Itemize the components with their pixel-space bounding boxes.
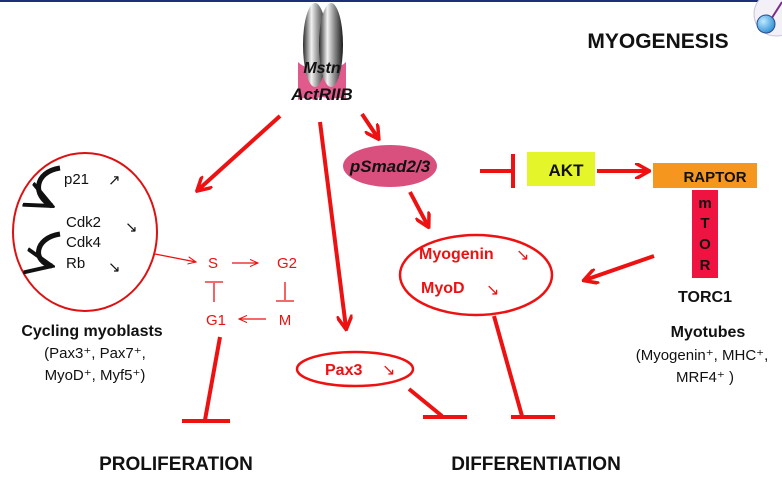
mtor-letter: O <box>699 236 711 253</box>
differentiation-label: DIFFERENTIATION <box>451 454 621 475</box>
torc1-label: TORC1 <box>678 289 732 306</box>
actriib-receptor: Mstn ActRIIB <box>290 3 353 104</box>
arrow-receptor-to-psmad <box>360 112 378 138</box>
curved-arrow-icon <box>39 231 61 266</box>
myotubes-caption: Myotubes (Myogenin⁺, MHC⁺, MRF4⁺ ) <box>636 324 769 386</box>
arrow-receptor-to-cell-cycle <box>198 114 282 190</box>
myod-label: MyoD <box>421 280 465 297</box>
psmad-label: pSmad2/3 <box>349 157 431 176</box>
inhibit-cycle-line <box>203 336 222 421</box>
cycling-myoblasts-markers-line2: MyoD⁺, Myf5⁺) <box>45 367 146 384</box>
cell-cycle-node: S G2 M G1 <box>205 255 297 329</box>
inhibit-myogenic-line <box>492 315 524 417</box>
rb-label: Rb <box>66 255 85 272</box>
cdk2-label: Cdk2 <box>66 214 101 231</box>
arrow-regulators-to-s-phase <box>154 253 196 262</box>
mstn-label: Mstn <box>303 60 341 77</box>
mtor-node: m T O R <box>692 190 718 278</box>
cdk2-trend-icon: ↘ <box>125 219 138 236</box>
phase-g1-label: G1 <box>206 312 226 329</box>
phase-g2-label: G2 <box>277 255 297 272</box>
myogenin-trend-icon: ↘ <box>516 247 529 264</box>
cycling-myoblasts-caption: Cycling myoblasts (Pax3⁺, Pax7⁺, MyoD⁺, … <box>21 323 162 384</box>
rb-trend-icon: ↘ <box>108 259 121 276</box>
cycling-myoblasts-markers-line1: (Pax3⁺, Pax7⁺, <box>44 345 146 362</box>
myotubes-title: Myotubes <box>671 324 746 341</box>
phase-s-label: S <box>208 255 218 272</box>
actriib-label: ActRIIB <box>290 85 352 104</box>
myogenic-factors-node: Myogenin ↘ MyoD ↘ <box>398 233 554 317</box>
phase-m-label: M <box>279 312 292 329</box>
cycling-myoblasts-title: Cycling myoblasts <box>21 323 162 340</box>
raptor-label: RAPTOR <box>683 169 746 186</box>
pax3-trend-icon: ↘ <box>382 362 395 379</box>
myogenin-label: Myogenin <box>419 246 494 263</box>
mtor-letter: R <box>700 257 711 274</box>
akt-node: AKT <box>527 152 595 186</box>
mtor-letter: T <box>700 215 709 232</box>
cdk4-label: Cdk4 <box>66 234 101 251</box>
pax3-label: Pax3 <box>325 362 362 379</box>
p21-label: p21 <box>64 171 89 188</box>
app-logo-icon[interactable] <box>753 0 782 37</box>
curved-arrow-icon <box>39 165 61 209</box>
psmad-node: pSmad2/3 <box>343 145 437 187</box>
arrow-torc1-to-myogenic-factors <box>585 254 655 280</box>
myod-trend-icon: ↘ <box>486 282 499 299</box>
diagram-title: MYOGENESIS <box>587 30 728 53</box>
p21-trend-icon: ↗ <box>108 172 121 189</box>
proliferation-label: PROLIFERATION <box>99 454 253 475</box>
akt-label: AKT <box>549 161 585 180</box>
myotubes-markers-line2: MRF4⁺ ) <box>676 369 734 386</box>
arrow-psmad-to-myogenic-factors <box>408 191 428 226</box>
myotubes-markers-line1: (Myogenin⁺, MHC⁺, <box>636 347 769 364</box>
raptor-node: RAPTOR <box>653 163 757 188</box>
inhibit-pax3-line <box>407 387 444 418</box>
cell-cycle-regulators-node: p21 ↗ Cdk2 ↘ Cdk4 Rb ↘ <box>12 152 158 312</box>
top-border <box>0 0 782 2</box>
arrow-receptor-to-pax3 <box>318 121 346 328</box>
pax3-node: Pax3 ↘ <box>295 350 415 388</box>
mtor-letter: m <box>698 195 711 212</box>
mstn-ligand-right <box>319 3 343 87</box>
